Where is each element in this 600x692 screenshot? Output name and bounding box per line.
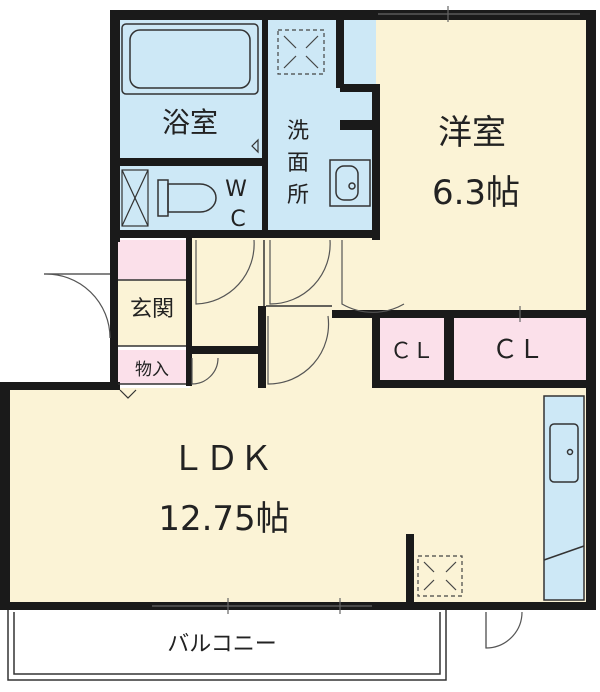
doors xyxy=(43,239,523,649)
washer-arrows xyxy=(283,35,319,69)
partitions xyxy=(118,240,332,385)
washroom-label-2: 面 xyxy=(287,151,309,176)
western-room-floor xyxy=(340,18,588,318)
entrance-upper-floor xyxy=(118,240,186,280)
entrance-step-mark xyxy=(119,389,137,399)
wc-label-w: W xyxy=(225,177,247,202)
entrance-floor xyxy=(118,280,186,346)
ldk-floor xyxy=(8,388,588,606)
ldk-label: ＬＤＫ xyxy=(171,439,273,479)
storage-floor xyxy=(118,350,186,384)
storage-label: 物入 xyxy=(135,360,169,380)
ldk-size-label: 12.75帖 xyxy=(158,499,289,539)
wc-cabinet-x xyxy=(121,169,149,227)
washer-space xyxy=(277,29,325,75)
closet-small-floor xyxy=(378,318,446,382)
western-label: 洋室 xyxy=(438,113,506,153)
kitchen-counter xyxy=(543,395,585,601)
wash-basin xyxy=(329,159,371,207)
bathtub xyxy=(121,23,259,95)
bath-label: 浴室 xyxy=(162,106,218,139)
bath-door-mark xyxy=(251,138,259,154)
closet-large-label: ＣＬ xyxy=(492,335,544,365)
wc-label-c: C xyxy=(230,207,245,232)
fridge-arrows xyxy=(423,561,457,591)
entrance-label: 玄関 xyxy=(130,297,174,322)
fridge-space xyxy=(417,555,463,597)
western-size-label: 6.3帖 xyxy=(432,173,520,213)
closet-large-floor xyxy=(452,318,588,382)
windows xyxy=(152,6,580,614)
balcony-floor xyxy=(8,608,446,678)
closet-small-label: ＣＬ xyxy=(390,339,434,364)
toilet xyxy=(157,179,217,217)
washroom-label-1: 洗 xyxy=(287,119,309,144)
washroom-label-3: 所 xyxy=(287,183,309,208)
wc-floor xyxy=(118,166,264,234)
balcony-label: バルコニー xyxy=(167,632,277,657)
balcony-railing xyxy=(7,610,447,681)
